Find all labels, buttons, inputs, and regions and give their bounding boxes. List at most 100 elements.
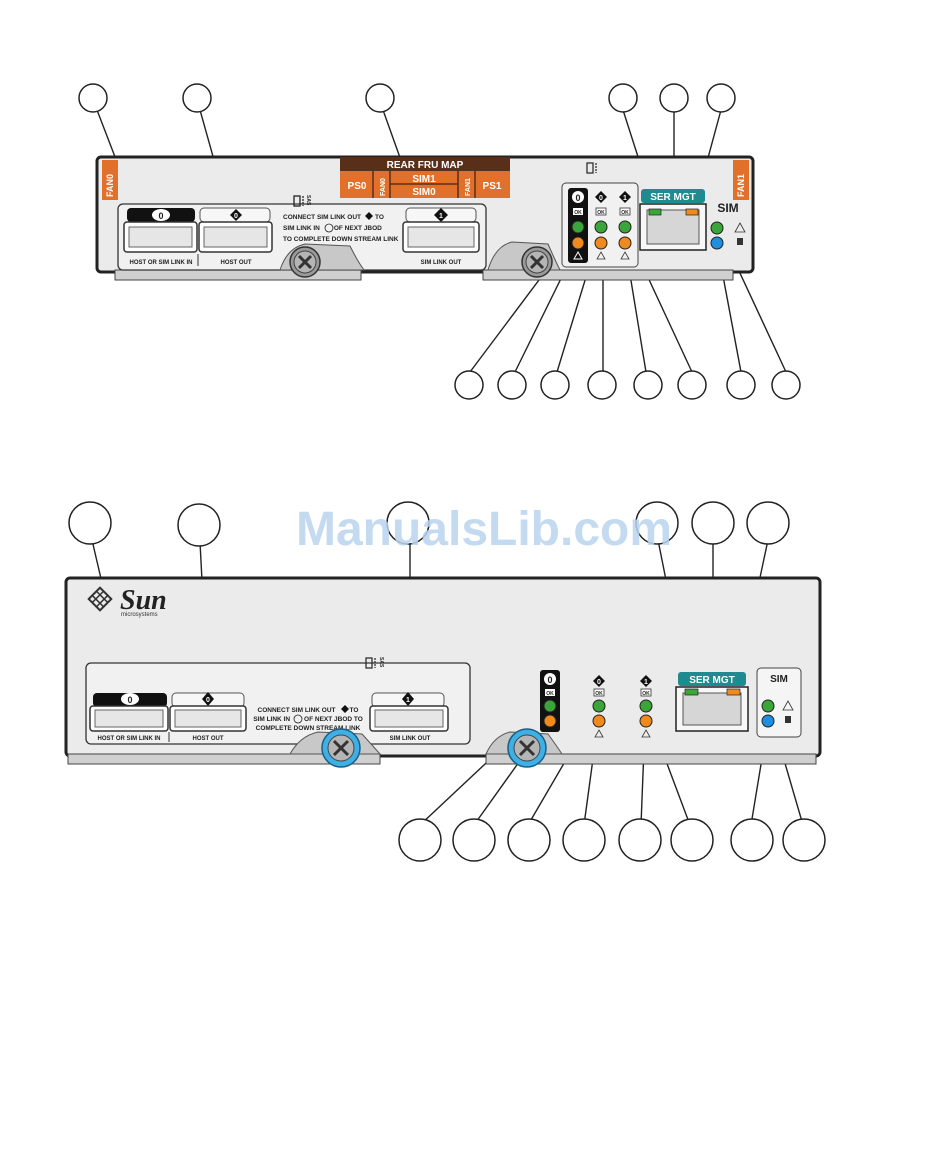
callout-top-1 — [78, 83, 108, 113]
callout-bottom-14 — [782, 818, 826, 862]
sun-logo-icon — [87, 586, 113, 612]
callout-bottom-11 — [618, 818, 662, 862]
watermark: ManualsLib.com — [296, 503, 672, 556]
bottom-connect-line3: COMPLETE DOWN STREAM LINK — [256, 725, 361, 732]
bottom-host-out-label: HOST OUT — [193, 736, 224, 742]
callout-top-10 — [587, 370, 617, 400]
fru-sim0: SIM0 — [412, 187, 436, 198]
top-sim-warning-icon — [734, 222, 746, 233]
bottom-led-col2-fault-led — [639, 714, 653, 728]
bottom-led-col1-ok: OK — [595, 691, 603, 697]
top-warning-icon-1 — [596, 251, 606, 260]
bottom-led-col1-fault-led — [592, 714, 606, 728]
top-port1-num: 1 — [439, 213, 443, 220]
top-sim-link-out-label: SIM LINK OUT — [421, 260, 462, 266]
callout-bottom-1 — [68, 501, 112, 545]
top-led-col1-ok-led — [594, 220, 608, 234]
fru-map-title: REAR FRU MAP — [387, 160, 464, 171]
top-led-col0-num: 0 — [575, 193, 580, 203]
callout-top-13 — [726, 370, 756, 400]
top-warning-icon-0 — [573, 250, 583, 260]
bottom-sim-remove-icon — [785, 716, 791, 723]
callout-bottom-7 — [398, 818, 442, 862]
callout-bottom-3 — [386, 501, 430, 545]
top-led-col2-ok: OK — [621, 210, 629, 216]
top-sas-text: SAS — [305, 195, 311, 206]
bottom-sim-warning-icon — [782, 700, 794, 711]
bottom-led-col0-fault-led — [543, 714, 557, 728]
bottom-left-screw — [289, 728, 382, 768]
callout-top-11 — [633, 370, 663, 400]
top-sim-locate-led — [710, 236, 724, 250]
fru-ps1: PS1 — [483, 181, 502, 192]
top-left-screw — [279, 243, 365, 278]
top-led-col1-ok: OK — [597, 210, 605, 216]
bottom-sim-locate-led — [761, 714, 775, 728]
top-fan1-tab-label: FAN1 — [736, 174, 746, 197]
bottom-sim-link-out-label: SIM LINK OUT — [390, 736, 431, 742]
callout-bottom-4 — [635, 501, 679, 545]
bottom-callouts — [68, 501, 826, 862]
bottom-warning-icon-2 — [641, 729, 651, 738]
bottom-right-screw — [485, 728, 563, 768]
top-sim-label: SIM — [717, 201, 738, 215]
top-led-col0-fault-led — [571, 236, 585, 250]
callout-bottom-13 — [730, 818, 774, 862]
bottom-led-col2-ok: OK — [642, 691, 650, 697]
bottom-led-col0-num: 0 — [547, 675, 552, 685]
top-connect-zero — [324, 223, 334, 233]
top-fan0-tab-label: FAN0 — [105, 174, 115, 197]
top-host-out-label: HOST OUT — [221, 260, 252, 266]
callout-top-3 — [365, 83, 395, 113]
top-sim-ok-led — [710, 221, 724, 235]
callout-bottom-2 — [177, 503, 221, 547]
callout-top-12 — [677, 370, 707, 400]
top-led-col2-num: 1 — [623, 195, 627, 202]
callout-top-9 — [540, 370, 570, 400]
bottom-sim-ok-led — [761, 699, 775, 713]
callout-top-7 — [454, 370, 484, 400]
bottom-host-sim-link-in-label: HOST OR SIM LINK IN — [98, 736, 161, 742]
callout-top-2 — [182, 83, 212, 113]
top-connect-line3: TO COMPLETE DOWN STREAM LINK — [283, 236, 399, 243]
bottom-led-col1-num: 0 — [597, 679, 601, 686]
top-figure: FAN0 FAN1 REAR FRU MAP PS0 FAN0 SIM1 SIM… — [95, 109, 787, 373]
callout-top-6 — [706, 83, 736, 113]
top-right-ledge — [482, 269, 734, 281]
callout-top-4 — [608, 83, 638, 113]
sun-brand: Sun — [120, 585, 167, 616]
top-sim-remove-icon — [737, 238, 743, 245]
top-fan1-tab — [733, 160, 749, 200]
callout-bottom-12 — [670, 818, 714, 862]
top-led-col2-fault-led — [618, 236, 632, 250]
top-led-col2-ok-led — [618, 220, 632, 234]
bottom-led-col1-ok-led — [592, 699, 606, 713]
bottom-ser-mgt-label-bg — [678, 672, 746, 686]
top-led-col0-ok-led — [571, 220, 585, 234]
callout-top-8 — [497, 370, 527, 400]
sun-logo: Sun microsystems — [87, 585, 167, 618]
bottom-connect-zero — [293, 714, 303, 724]
bottom-host-out-num: 0 — [206, 697, 210, 704]
bottom-led-col2-num: 1 — [644, 679, 648, 686]
top-rear-fru-map: REAR FRU MAP PS0 FAN0 SIM1 SIM0 FAN1 PS1 — [340, 157, 510, 198]
bottom-port1-num: 1 — [406, 697, 410, 704]
callout-bottom-8 — [452, 818, 496, 862]
top-callouts — [78, 83, 801, 400]
top-host-out-num: 0 — [234, 213, 238, 220]
top-left-ledge — [114, 269, 362, 281]
top-ser-mgt-label-bg — [641, 189, 705, 203]
bottom-left-ledge — [67, 753, 381, 765]
bottom-figure: Sun microsystems SAS 0 0 1 HOST OR SIM L… — [64, 539, 822, 826]
fru-fan0: FAN0 — [380, 178, 387, 196]
top-connect-diamond — [365, 212, 373, 220]
top-sas-icon: SAS — [293, 195, 311, 207]
sun-brand-sub: microsystems — [121, 612, 158, 618]
fru-ps0: PS0 — [348, 181, 367, 192]
top-fan0-tab — [102, 160, 118, 200]
